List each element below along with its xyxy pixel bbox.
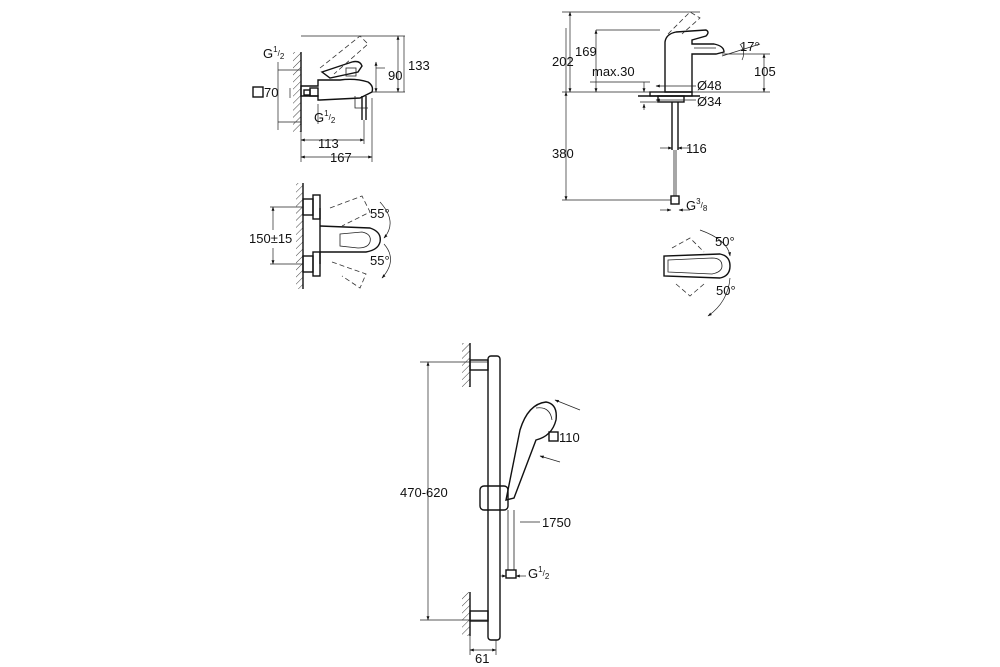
bath-thread-bottom-label: G1/2 [314,109,336,125]
basin-height-169-label: 169 [575,44,597,59]
rail-height-range-label: 470-620 [400,485,448,500]
hand-shower-size-label: 110 [559,430,580,445]
shower-rail [487,355,501,641]
basin-angle-top-label: 50° [715,234,735,249]
shower-rail-set: 470-620 110 1750 G1/2 61 [400,343,581,666]
basin-mixer-body [664,29,725,93]
bath-depth-113-label: 113 [318,136,339,151]
basin-dia-34-label: Ø34 [697,94,722,109]
rail-slider [479,485,509,511]
basin-reach-116-label: 116 [686,141,707,156]
basin-mixer-top-view: 50° 50° [663,229,736,317]
basin-lever-top [663,253,731,279]
hose-length-label: 1750 [542,515,571,530]
basin-height-105-label: 105 [754,64,776,79]
rail-wall-offset-label: 61 [475,651,489,666]
bath-height-133-label: 133 [408,58,430,73]
wall-hatch [296,183,303,289]
bath-mixer-top-view: 150±15 55° 55° [249,183,391,289]
wall-hatch [293,52,301,132]
square-symbol-icon [548,431,559,442]
basin-mixer-side-view: 169 202 max.30 380 17° 105 Ø48 Ø34 116 G… [552,11,776,213]
basin-height-202-label: 202 [552,54,574,69]
bath-mixer-side-view: G1/2 70 90 133 G1/2 113 167 [252,35,430,165]
basin-thread-label: G3/8 [686,197,708,213]
basin-angle-17-label: 17° [740,39,760,54]
hand-shower [505,401,557,501]
square-symbol-icon [252,86,264,98]
bath-thread-top-label: G1/2 [263,45,285,61]
bath-height-90-label: 90 [388,68,402,83]
mixer-lever [320,60,363,79]
basin-dia-48-label: Ø48 [697,78,722,93]
bath-angle-bottom-label: 55° [370,253,390,268]
mixer-body [300,78,374,101]
rail-thread-label: G1/2 [528,565,550,581]
wall-hatch [462,592,470,636]
wall-hatch [462,343,470,387]
basin-height-380-label: 380 [552,146,574,161]
bath-spacing-label: 150±15 [249,231,292,246]
basin-angle-bottom-label: 50° [716,283,736,298]
basin-max-30-label: max.30 [592,64,635,79]
bath-depth-167-label: 167 [330,150,352,165]
bath-angle-top-label: 55° [370,206,390,221]
bath-square-label: 70 [264,85,278,100]
bath-lever-top [319,225,381,253]
